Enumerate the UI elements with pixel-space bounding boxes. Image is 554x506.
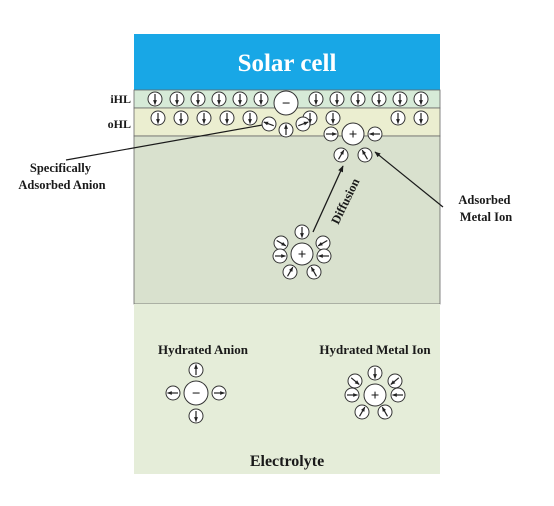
diffusing-metal-ion-icon-sign: +	[298, 247, 307, 263]
diffusing-metal-ion-icon: +	[290, 242, 314, 266]
solar-cell-title: Solar cell	[238, 50, 337, 77]
ohl-label: oHL	[108, 117, 131, 131]
cation-hydration-dipole-icon	[315, 235, 331, 251]
cation-hydration-dipole-icon	[273, 235, 289, 251]
ohl-water-dipole-icon	[390, 110, 406, 126]
anion-hydration-dipole-icon	[278, 122, 294, 138]
cation-hydration-dipole-icon	[306, 264, 322, 280]
ohl-water-dipole-icon	[173, 110, 189, 126]
cation-hydration-dipole-icon	[390, 387, 406, 403]
ihl-water-dipole-icon	[350, 91, 366, 107]
hydrated-anion-icon-sign: −	[192, 386, 201, 402]
ohl-water-dipole-icon	[219, 110, 235, 126]
ihl-water-dipole-icon	[211, 91, 227, 107]
cation-hydration-dipole-icon	[357, 147, 373, 163]
ihl-water-dipole-icon	[253, 91, 269, 107]
cation-hydration-dipole-icon	[367, 365, 383, 381]
cation-hydration-dipole-icon	[282, 264, 298, 280]
cation-hydration-dipole-icon	[367, 126, 383, 142]
hydrated-metal-ion-icon-sign: +	[371, 388, 380, 404]
cation-hydration-dipole-icon	[333, 147, 349, 163]
ihl-water-dipole-icon	[232, 91, 248, 107]
ihl-water-dipole-icon	[147, 91, 163, 107]
specifically-adsorbed-anion-pointer	[65, 122, 269, 161]
solar-cell-band	[134, 34, 440, 90]
adsorbed-metal-ion-icon-sign: +	[349, 127, 358, 143]
adsorbed-metal-ion-pointer	[374, 151, 444, 208]
anion-hydration-dipole-icon	[261, 116, 277, 132]
ihl-label: iHL	[110, 92, 131, 106]
ohl-water-dipole-icon	[242, 110, 258, 126]
ihl-water-dipole-icon	[392, 91, 408, 107]
cation-hydration-dipole-icon	[344, 387, 360, 403]
hydrated-anion-label: Hydrated Anion	[158, 342, 249, 357]
specifically-adsorbed-anion-label: Specifically Adsorbed Anion	[18, 161, 105, 192]
adsorbed-metal-ion-line-1: Adsorbed	[458, 193, 510, 207]
anion-hydration-dipole-icon	[295, 116, 311, 132]
cation-hydration-dipole-icon	[316, 248, 332, 264]
cation-hydration-dipole-icon	[387, 373, 403, 389]
cation-hydration-dipole-icon	[272, 248, 288, 264]
anion-hydration-dipole-icon	[188, 362, 204, 378]
ohl-water-dipole-icon	[325, 110, 341, 126]
ihl-water-dipole-icon	[190, 91, 206, 107]
hydrated-anion-icon: −	[183, 380, 209, 406]
cation-hydration-dipole-icon	[323, 126, 339, 142]
anion-hydration-dipole-icon	[211, 385, 227, 401]
specifically-adsorbed-anion-line-2: Adsorbed Anion	[18, 178, 105, 192]
ihl-water-dipole-icon	[308, 91, 324, 107]
ihl-water-dipole-icon	[371, 91, 387, 107]
ohl-water-dipole-icon	[196, 110, 212, 126]
electrolyte-label: Electrolyte	[250, 453, 324, 470]
ihl-water-dipole-icon	[329, 91, 345, 107]
ohl-water-dipole-icon	[413, 110, 429, 126]
hydrated-metal-ion-label: Hydrated Metal Ion	[319, 342, 431, 357]
cation-hydration-dipole-icon	[347, 373, 363, 389]
specifically-adsorbed-anion-icon-sign: −	[282, 96, 291, 112]
ihl-water-dipole-icon	[169, 91, 185, 107]
molecule-layer: − + + − +	[147, 90, 429, 424]
hydrated-metal-ion-icon: +	[363, 383, 387, 407]
adsorbed-metal-ion-icon: +	[341, 122, 365, 146]
ihl-water-dipole-icon	[413, 91, 429, 107]
diffusion-arrow	[312, 165, 344, 233]
adsorbed-metal-ion-line-2: Metal Ion	[460, 210, 512, 224]
ohl-water-dipole-icon	[150, 110, 166, 126]
adsorbed-metal-ion-label: Adsorbed Metal Ion	[458, 193, 513, 224]
cation-hydration-dipole-icon	[377, 404, 393, 420]
cation-hydration-dipole-icon	[354, 404, 370, 420]
anion-hydration-dipole-icon	[165, 385, 181, 401]
anion-hydration-dipole-icon	[188, 408, 204, 424]
specifically-adsorbed-anion-line-1: Specifically	[30, 161, 92, 175]
specifically-adsorbed-anion-icon: −	[273, 90, 299, 116]
cation-hydration-dipole-icon	[294, 224, 310, 240]
